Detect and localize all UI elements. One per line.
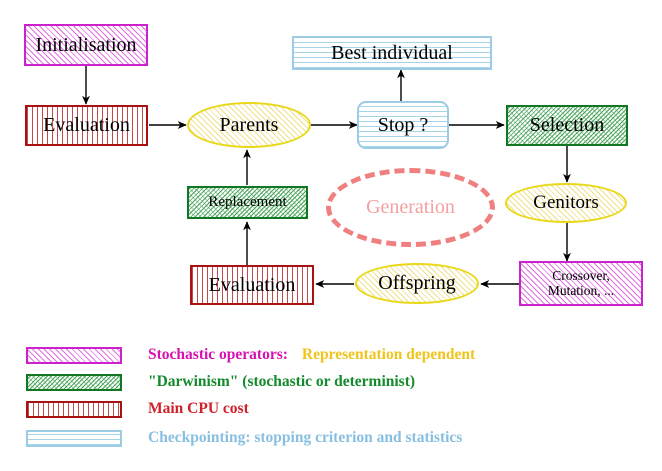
node-initialisation[interactable]: Initialisation <box>24 24 148 66</box>
node-genitors[interactable]: Genitors <box>505 183 627 223</box>
node-replacement-label: Replacement <box>208 193 287 210</box>
legend-row-darwinism: "Darwinism" (stochastic or determinist) <box>0 369 415 395</box>
legend-text-stochastic-operators: Stochastic operators: Representation depe… <box>148 346 475 364</box>
legend-text-secondary-representation: Representation dependent <box>301 346 476 363</box>
node-evaluation-top-label: Evaluation <box>43 114 130 136</box>
node-genitors-label: Genitors <box>533 192 599 214</box>
node-parents[interactable]: Parents <box>187 102 311 148</box>
node-generation-label: Generation <box>366 196 455 218</box>
node-replacement[interactable]: Replacement <box>187 186 308 219</box>
node-stop-label: Stop ? <box>377 113 429 136</box>
node-best-individual[interactable]: Best individual <box>292 36 492 70</box>
legend-text-primary-stochastic: Stochastic operators: <box>148 346 288 363</box>
node-stop[interactable]: Stop ? <box>357 101 449 149</box>
legend-text-darwinism: "Darwinism" (stochastic or determinist) <box>148 373 416 390</box>
node-offspring[interactable]: Offspring <box>355 263 479 304</box>
legend-row-checkpointing: Checkpointing: stopping criterion and st… <box>0 425 462 451</box>
node-evaluation-bottom-label: Evaluation <box>208 273 296 296</box>
legend-row-stochastic-operators: Stochastic operators: Representation depe… <box>0 342 475 368</box>
node-crossover-mutation[interactable]: Crossover, Mutation, ... <box>519 261 643 306</box>
node-selection-label: Selection <box>529 114 605 136</box>
legend-swatch-magenta-diagonal-hatch <box>26 346 122 364</box>
node-evaluation-bottom[interactable]: Evaluation <box>190 265 314 305</box>
node-crossover-label-line1: Crossover, <box>552 268 610 284</box>
node-crossover-label-line2: Mutation, ... <box>547 282 615 298</box>
legend-text-main-cpu-cost: Main CPU cost <box>148 400 249 417</box>
legend-row-main-cpu-cost: Main CPU cost <box>0 396 249 422</box>
node-evaluation-top[interactable]: Evaluation <box>25 105 148 146</box>
legend-text-checkpointing: Checkpointing: stopping criterion and st… <box>148 429 463 446</box>
node-generation-annotation: Generation <box>326 168 495 247</box>
node-best-individual-label: Best individual <box>331 41 453 64</box>
legend-swatch-green-cross-hatch <box>26 373 122 391</box>
legend-swatch-red-vertical-hatch <box>26 400 122 418</box>
node-offspring-label: Offspring <box>378 272 456 294</box>
legend-swatch-blue-horizontal-hatch <box>26 429 122 447</box>
node-initialisation-label: Initialisation <box>35 33 137 56</box>
node-selection[interactable]: Selection <box>506 105 628 146</box>
node-parents-label: Parents <box>219 113 279 136</box>
